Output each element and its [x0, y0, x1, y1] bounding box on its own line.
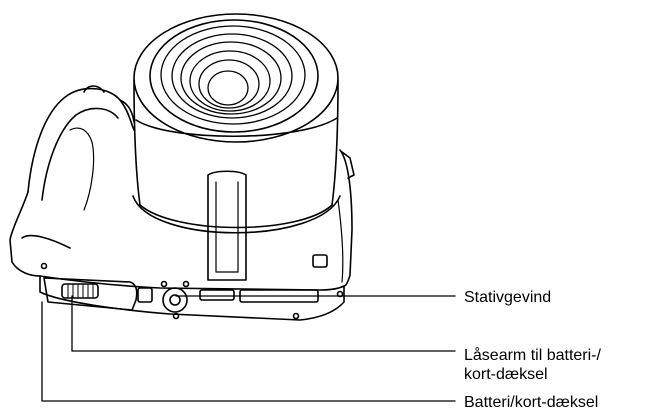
battery-cover-outline — [43, 277, 138, 311]
screw-3 — [172, 312, 180, 320]
screw-5 — [40, 262, 48, 270]
barrel-right-side — [331, 79, 339, 206]
barrel-band — [135, 117, 338, 138]
body-left-inner — [21, 234, 71, 249]
lens-ring-7 — [198, 59, 260, 109]
bottom-plate-front — [39, 275, 345, 291]
lens-ring-2 — [149, 19, 319, 133]
camera-body — [9, 85, 355, 321]
center-ridge — [207, 170, 247, 281]
lock-lever-label-line1: Låsearm til batteri-/ — [464, 347, 601, 364]
battery-cover-label: Batteri/kort-dæksel — [464, 394, 599, 411]
bottom-slot-1 — [199, 289, 235, 301]
barrel-bottom — [139, 204, 333, 229]
lens-ring-4 — [171, 33, 293, 119]
barrel-left-side — [133, 79, 141, 206]
hand-grip — [27, 87, 135, 193]
center-ridge-inner — [215, 181, 239, 273]
bottom-features — [40, 262, 344, 320]
screw-1 — [160, 280, 168, 288]
barrel-base-ring — [132, 195, 341, 234]
body-left-edge — [9, 191, 41, 277]
lens-barrel — [132, 13, 341, 234]
lens-ring-3 — [160, 25, 306, 125]
shutter-button — [83, 85, 105, 93]
grip-texture — [69, 127, 95, 211]
lens-ring-6 — [189, 50, 271, 112]
lock-lever-label-line2: kort-dæksel — [464, 366, 548, 383]
cover-hinge — [137, 287, 153, 303]
tripod-mount-inner — [169, 294, 181, 306]
grip-inner — [41, 107, 119, 201]
leader-lock-lever — [71, 295, 456, 352]
battery-lock-lever — [61, 283, 99, 299]
speaker-port — [312, 254, 328, 268]
tripod-mount-label: Stativgevind — [464, 289, 552, 306]
tripod-mount-outer — [162, 287, 188, 313]
body-right-edge — [339, 149, 353, 287]
lens-ring-5 — [180, 41, 282, 115]
lock-lever-label: Låsearm til batteri-/ kort-dæksel — [464, 346, 601, 384]
leader-battery-cover — [41, 301, 456, 402]
body-front-shoulder — [119, 99, 135, 123]
screw-2 — [182, 280, 190, 288]
callout-lines — [41, 295, 456, 402]
bottom-plate — [39, 275, 345, 321]
right-strap-lug — [341, 151, 355, 179]
body-right-inner — [337, 199, 344, 283]
lens-glass — [207, 70, 249, 106]
lens-outer-ring — [133, 13, 339, 143]
screw-4 — [292, 312, 300, 320]
battery-cover — [43, 277, 153, 311]
